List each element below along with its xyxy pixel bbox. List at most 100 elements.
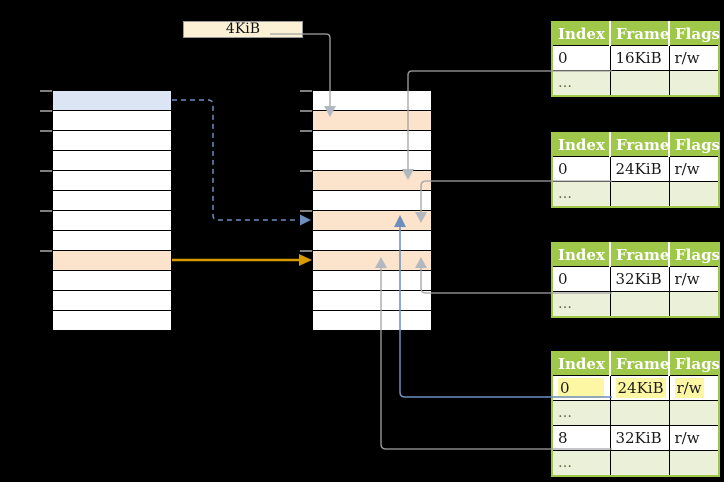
frame-cell: 32KiB (609, 425, 670, 451)
page-table-1: Index Frame Flags 0 16KiB r/w … (551, 21, 720, 97)
address-tick (300, 110, 312, 112)
page-table-4: Index Frame Flags 0 24KiB r/w … 8 32KiB … (551, 351, 720, 477)
frame-cell (609, 181, 670, 208)
memory-cell (53, 311, 171, 331)
memory-cell (313, 231, 431, 251)
memory-cell (313, 91, 431, 111)
column-header: Flags (668, 352, 720, 376)
memory-cell (313, 311, 431, 331)
frame-cell: 24KiB (609, 375, 670, 401)
address-tick (40, 90, 52, 92)
address-tick (40, 250, 52, 252)
memory-cell (53, 111, 171, 131)
memory-cell (53, 131, 171, 151)
page-table-3: Index Frame Flags 0 32KiB r/w … (551, 242, 720, 318)
column-header: Flags (668, 243, 720, 267)
flags-cell (668, 70, 720, 97)
column-header: Flags (668, 22, 720, 46)
memory-cell (313, 291, 431, 311)
memory-cell (53, 291, 171, 311)
address-tick (300, 90, 312, 92)
frame-cell: 32KiB (609, 266, 670, 292)
memory-cell (313, 251, 431, 271)
frame-cell (609, 291, 670, 318)
address-tick (300, 250, 312, 252)
flags-cell (668, 400, 720, 426)
frame-cell: 16KiB (609, 45, 670, 71)
table-row: 0 24KiB r/w (551, 156, 720, 182)
flags-cell (668, 181, 720, 208)
flags-cell: r/w (668, 375, 720, 401)
index-cell: … (551, 450, 611, 477)
frame-cell (609, 70, 670, 97)
virtual-memory-column (40, 90, 172, 331)
table-row-ellipsis: … (551, 70, 720, 97)
flags-cell: r/w (668, 425, 720, 451)
physical-memory-column (300, 90, 432, 331)
page-table-2: Index Frame Flags 0 24KiB r/w … (551, 132, 720, 208)
memory-cell (313, 271, 431, 291)
memory-cell (53, 211, 171, 231)
index-cell: … (551, 291, 611, 318)
index-cell: 0 (551, 156, 611, 182)
flags-cell: r/w (668, 45, 720, 71)
column-header: Index (552, 352, 610, 376)
flags-cell (668, 291, 720, 318)
column-header: Frame (609, 352, 669, 376)
index-cell: 8 (551, 425, 611, 451)
memory-cell (53, 271, 171, 291)
address-tick (300, 130, 312, 132)
memory-cell (313, 111, 431, 131)
memory-cell (313, 131, 431, 151)
address-tick (40, 170, 52, 172)
table-header-row: Index Frame Flags (552, 352, 720, 376)
table-row: 0 16KiB r/w (551, 45, 720, 71)
memory-cell (53, 151, 171, 171)
column-header: Frame (609, 243, 669, 267)
index-cell: 0 (551, 375, 611, 401)
flags-cell (668, 450, 720, 477)
frame-cell (609, 450, 670, 477)
column-header: Index (552, 133, 610, 157)
page-size-label: 4KiB (183, 21, 303, 38)
frame-cell: 24KiB (609, 156, 670, 182)
flags-cell: r/w (668, 266, 720, 292)
table-row: 0 32KiB r/w (551, 266, 720, 292)
address-tick (300, 170, 312, 172)
table-row-ellipsis: … (551, 291, 720, 318)
memory-cell (313, 211, 431, 231)
table-row-ellipsis: … (551, 450, 720, 477)
table-row-ellipsis: … (551, 181, 720, 208)
column-header: Index (552, 243, 610, 267)
index-cell: … (551, 400, 611, 426)
memory-cell (313, 171, 431, 191)
address-tick (300, 210, 312, 212)
flags-cell: r/w (668, 156, 720, 182)
column-header: Flags (668, 133, 720, 157)
memory-cell (53, 191, 171, 211)
table-header-row: Index Frame Flags (552, 133, 720, 157)
highlighted-value: 24KiB (615, 378, 666, 398)
address-tick (40, 110, 52, 112)
table-row-ellipsis: … (551, 400, 720, 426)
highlighted-value: 0 (558, 378, 604, 398)
memory-cell (53, 91, 171, 111)
column-header: Frame (609, 22, 669, 46)
memory-cell (53, 231, 171, 251)
index-cell: 0 (551, 266, 611, 292)
highlighted-value: r/w (674, 378, 704, 398)
index-cell: 0 (551, 45, 611, 71)
index-cell: … (551, 70, 611, 97)
table-row: 8 32KiB r/w (551, 425, 720, 451)
column-header: Frame (609, 133, 669, 157)
arrow-virtual-page0-to-frame (172, 99, 311, 226)
memory-cell (313, 191, 431, 211)
table-header-row: Index Frame Flags (552, 243, 720, 267)
index-cell: … (551, 181, 611, 208)
address-tick (40, 210, 52, 212)
memory-cell (313, 151, 431, 171)
memory-cell (53, 251, 171, 271)
memory-cell (53, 171, 171, 191)
table-row-highlighted: 0 24KiB r/w (551, 375, 720, 401)
